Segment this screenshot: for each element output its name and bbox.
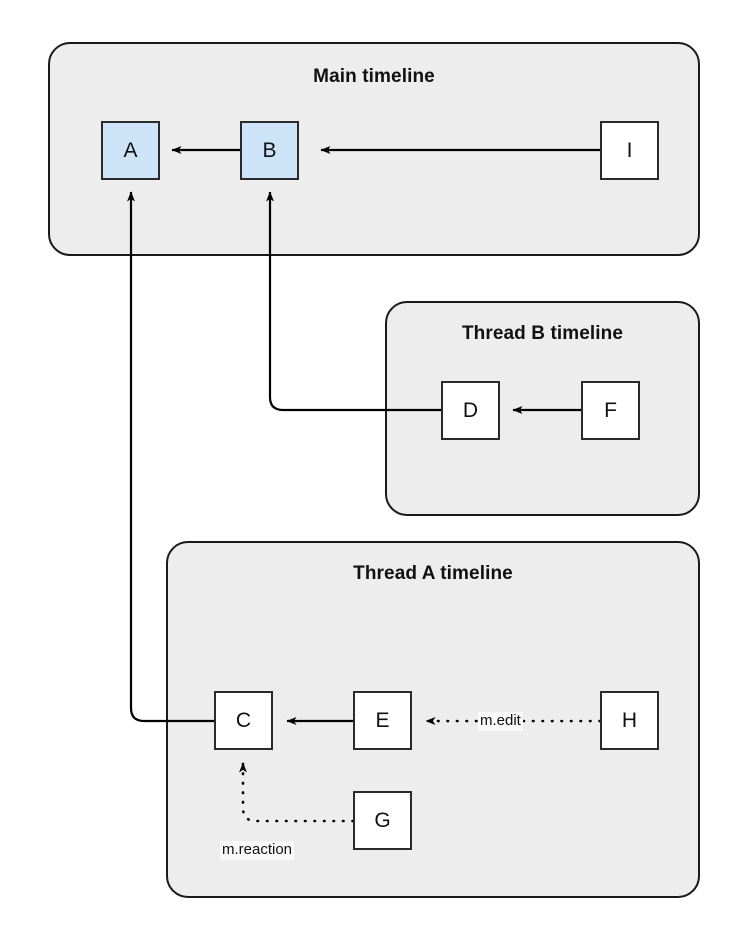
node-h-label: H xyxy=(621,709,638,732)
node-b-label: B xyxy=(262,139,277,162)
node-f-label: F xyxy=(604,399,617,422)
node-b[interactable]: B xyxy=(240,121,299,180)
node-c-label: C xyxy=(235,709,252,732)
edge-label-m-reaction: m.reaction xyxy=(220,841,295,860)
node-d[interactable]: D xyxy=(441,381,500,440)
node-h[interactable]: H xyxy=(600,691,659,750)
node-a-label: A xyxy=(123,139,138,162)
container-thread-b-timeline-title: Thread B timeline xyxy=(461,323,624,344)
node-a[interactable]: A xyxy=(101,121,160,180)
node-c[interactable]: C xyxy=(214,691,273,750)
node-i-label: I xyxy=(626,139,633,162)
node-f[interactable]: F xyxy=(581,381,640,440)
node-e-label: E xyxy=(375,709,390,732)
node-g[interactable]: G xyxy=(353,791,412,850)
container-thread-b-timeline: Thread B timeline xyxy=(385,301,700,516)
node-e[interactable]: E xyxy=(353,691,412,750)
container-main-timeline-title: Main timeline xyxy=(313,66,435,87)
node-d-label: D xyxy=(462,399,479,422)
container-thread-a-timeline-title: Thread A timeline xyxy=(353,563,513,584)
node-i[interactable]: I xyxy=(600,121,659,180)
edge-label-m-edit: m.edit xyxy=(478,712,523,731)
node-g-label: G xyxy=(374,809,391,832)
